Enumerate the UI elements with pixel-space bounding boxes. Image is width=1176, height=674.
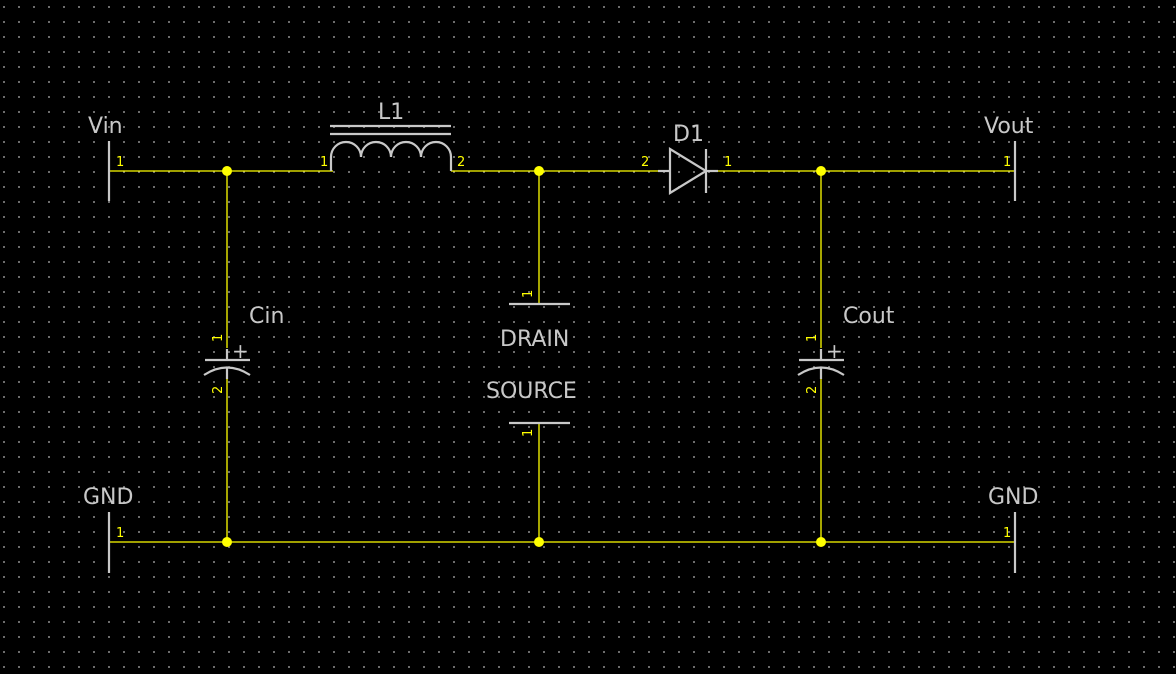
junction-gnd-cin xyxy=(222,537,232,547)
port-gnd-right[interactable]: GND 1 xyxy=(988,485,1038,573)
capacitor-cin[interactable]: + Cin 1 2 xyxy=(203,304,284,394)
pin-number: 1 xyxy=(805,334,820,342)
junction-vout-cout xyxy=(816,166,826,176)
diode-triangle-icon xyxy=(668,147,709,195)
drain-label: DRAIN xyxy=(500,327,569,352)
diode-d1[interactable]: D1 2 1 xyxy=(641,122,732,195)
pin-number: 1 xyxy=(116,526,124,541)
pin-number: 1 xyxy=(211,334,226,342)
pin-number: 1 xyxy=(724,155,732,170)
pin-number: 2 xyxy=(211,386,226,394)
component-ref: Cin xyxy=(249,304,284,329)
component-ref: D1 xyxy=(673,122,704,147)
port-label: Vout xyxy=(984,114,1034,139)
port-vout[interactable]: Vout 1 xyxy=(984,114,1034,201)
junction-gnd-cout xyxy=(816,537,826,547)
port-label: GND xyxy=(83,485,133,510)
pin-number: 2 xyxy=(805,386,820,394)
mosfet-switch-ports[interactable]: 1 DRAIN SOURCE 1 xyxy=(486,290,577,437)
capacitor-cout[interactable]: + Cout 1 2 xyxy=(797,304,895,394)
component-ref: L1 xyxy=(378,100,404,125)
pin-number: 1 xyxy=(320,155,328,170)
source-label: SOURCE xyxy=(486,379,577,404)
inductor-coil-icon xyxy=(329,140,453,171)
plus-icon: + xyxy=(826,339,843,363)
port-vin[interactable]: Vin 1 xyxy=(88,114,124,201)
pin-number: 1 xyxy=(521,290,536,298)
pin-number: 1 xyxy=(521,429,536,437)
plus-icon: + xyxy=(232,339,249,363)
pin-number: 1 xyxy=(116,155,124,170)
port-gnd-left[interactable]: GND 1 xyxy=(83,485,133,573)
junction-vin-cin xyxy=(222,166,232,176)
pin-number: 1 xyxy=(1003,526,1011,541)
pin-number: 2 xyxy=(641,155,649,170)
junction-gnd-source xyxy=(534,537,544,547)
pin-number: 1 xyxy=(1003,155,1011,170)
inductor-l1[interactable]: L1 1 2 xyxy=(320,100,465,171)
component-ref: Cout xyxy=(843,304,895,329)
port-label: GND xyxy=(988,485,1038,510)
pin-number: 2 xyxy=(457,155,465,170)
port-label: Vin xyxy=(88,114,123,139)
junction-sw xyxy=(534,166,544,176)
